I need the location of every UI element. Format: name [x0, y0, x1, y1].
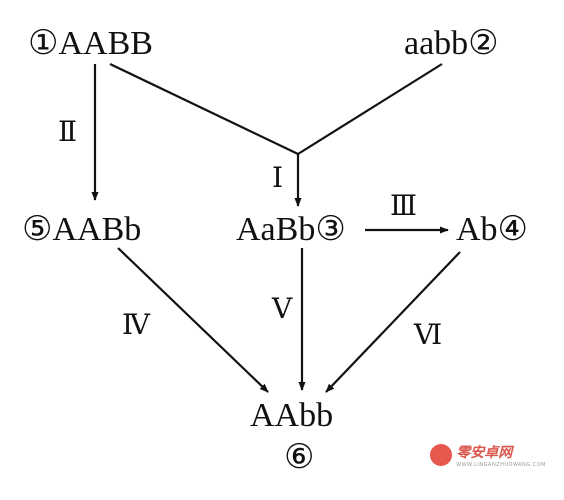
node-1-label: ①AABB [28, 25, 153, 62]
watermark: 零安卓网 WWW.LINGANZHUOWANG.COM [430, 442, 546, 468]
step-V-label: Ⅴ [272, 294, 293, 325]
step-I-label: Ⅰ [272, 163, 284, 194]
step-IV-label: Ⅳ [122, 310, 150, 341]
node-5-label: ⑤AABb [22, 211, 142, 248]
node-4-label: Ab④ [456, 211, 529, 248]
watermark-logo-icon [430, 444, 453, 466]
cross-line-from-2 [297, 63, 443, 155]
watermark-text: 零安卓网 [456, 445, 513, 461]
node-3-label: AaBb③ [236, 211, 346, 248]
watermark-subtext: WWW.LINGANZHUOWANG.COM [456, 462, 546, 468]
step-III-label: Ⅲ [390, 191, 418, 222]
cross-line-from-1 [109, 63, 299, 155]
arrow-VI [325, 251, 461, 393]
arrow-IV [117, 247, 269, 393]
step-II-label: Ⅱ [58, 117, 78, 148]
node-2-label: aabb② [404, 25, 499, 62]
node-6-label: AAbb [250, 397, 334, 434]
node-6-number: ⑥ [284, 439, 315, 476]
step-VI-label: Ⅵ [414, 320, 443, 351]
